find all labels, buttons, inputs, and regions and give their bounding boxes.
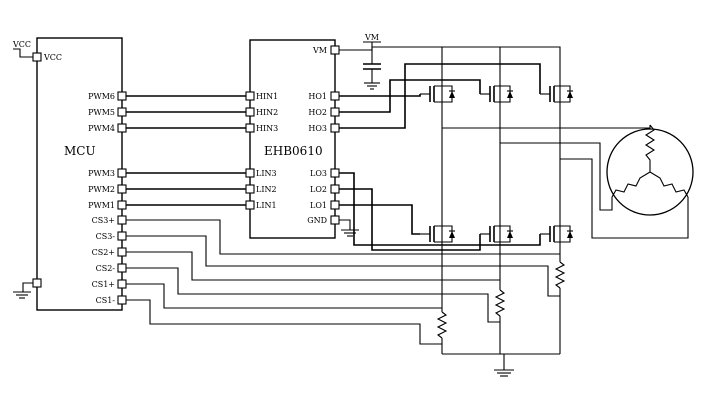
driver-pin-label: HIN1 bbox=[256, 92, 278, 101]
shunt-resistor-1 bbox=[436, 311, 448, 339]
mcu-pin-pwm6: PWM6 bbox=[88, 91, 127, 101]
vm-bus-q3 bbox=[500, 46, 561, 82]
driver-pin-label: LO2 bbox=[310, 185, 327, 194]
driver-pin-label: LIN3 bbox=[256, 169, 277, 178]
shunt-resistor-3 bbox=[554, 261, 566, 289]
mcu-pin-cs2-plus: CS2+ bbox=[92, 247, 127, 257]
driver-pin-gnd: GND bbox=[307, 215, 340, 225]
ground-return bbox=[441, 288, 561, 370]
driver-pin-label: HIN2 bbox=[256, 108, 278, 117]
driver-pin-ho3: HO3 bbox=[308, 123, 340, 133]
mcu-pin-pwm4: PWM4 bbox=[88, 123, 127, 133]
mcu-pin-gnd bbox=[32, 278, 42, 288]
driver-pin-vm: VM bbox=[312, 45, 340, 55]
driver-pin-lin3: LIN3 bbox=[245, 168, 277, 178]
mcu-block: MCU VCC VCC PWM6 PWM5 PWM4 PWM3 bbox=[12, 37, 127, 311]
motor-winding-b bbox=[611, 171, 651, 198]
mcu-pin-label: PWM1 bbox=[88, 201, 115, 210]
mcu-pin-cs3-minus: CS3- bbox=[96, 231, 127, 241]
mosfet-low-3 bbox=[540, 220, 573, 250]
mosfet-high-1 bbox=[420, 82, 455, 108]
mcu-gnd-wire bbox=[22, 282, 33, 292]
mcu-pin-label: CS1+ bbox=[92, 280, 115, 289]
mcu-pin-label: PWM5 bbox=[88, 108, 115, 117]
mcu-pin-label: CS3- bbox=[96, 232, 116, 241]
power-ground-symbol bbox=[494, 369, 514, 377]
mcu-pin-label: PWM3 bbox=[88, 169, 115, 178]
driver-pin-ho1: HO1 bbox=[308, 91, 340, 101]
gate-wires bbox=[339, 63, 541, 251]
driver-pin-hin2: HIN2 bbox=[245, 107, 278, 117]
driver-ground-symbol bbox=[341, 229, 359, 237]
mcu-name: MCU bbox=[64, 144, 96, 158]
driver-pin-label: LO1 bbox=[310, 201, 327, 210]
driver-pin-lin1: LIN1 bbox=[245, 200, 277, 210]
driver-pin-lo2: LO2 bbox=[310, 184, 340, 194]
mcu-pin-label: CS2- bbox=[96, 264, 116, 273]
motor-winding-c bbox=[649, 171, 689, 198]
mcu-pin-vcc bbox=[32, 52, 42, 62]
vcc-net-label: VCC bbox=[12, 40, 31, 49]
vm-wire bbox=[339, 42, 373, 51]
mcu-pin-label: CS2+ bbox=[92, 248, 115, 257]
mosfet-high-2 bbox=[480, 82, 513, 108]
driver-pin-label: LIN2 bbox=[256, 185, 277, 194]
driver-pin-label: VM bbox=[312, 46, 327, 55]
driver-pin-label: HO3 bbox=[308, 124, 327, 133]
driver-pin-hin1: HIN1 bbox=[245, 91, 278, 101]
pwm-wires bbox=[126, 95, 246, 206]
mosfet-low-1 bbox=[420, 220, 455, 250]
motor bbox=[442, 124, 694, 239]
vm-capacitor-ground-symbol bbox=[364, 82, 380, 90]
motor-phase-b-wire bbox=[500, 142, 613, 211]
driver-pin-label: LO3 bbox=[310, 169, 327, 178]
driver-pin-lo1: LO1 bbox=[310, 200, 340, 210]
driver-pin-label: HIN3 bbox=[256, 124, 278, 133]
mcu-body bbox=[36, 37, 123, 311]
mcu-pin-cs1-minus: CS1- bbox=[96, 295, 127, 305]
mcu-pin-cs3-plus: CS3+ bbox=[92, 215, 127, 225]
mosfet-high-3 bbox=[540, 82, 573, 108]
mcu-pin-pwm3: PWM3 bbox=[88, 168, 127, 178]
driver-pin-label: LIN1 bbox=[256, 201, 277, 210]
mcu-pin-label: PWM4 bbox=[88, 124, 115, 133]
mcu-pin-pwm2: PWM2 bbox=[88, 184, 127, 194]
motor-winding-a bbox=[644, 124, 656, 172]
driver-pin-hin3: HIN3 bbox=[245, 123, 278, 133]
vm-capacitor bbox=[363, 50, 381, 83]
driver-pin-label: HO1 bbox=[308, 92, 327, 101]
phase-legs bbox=[441, 108, 561, 312]
driver-body bbox=[249, 39, 336, 239]
mcu-pin-label: PWM6 bbox=[88, 92, 115, 101]
motor-phase-c-wire bbox=[560, 158, 689, 239]
driver-pin-label: GND bbox=[307, 216, 327, 225]
mcu-pin-label: CS3+ bbox=[92, 216, 115, 225]
shunt-resistor-2 bbox=[494, 289, 506, 317]
driver-pin-ho2: HO2 bbox=[308, 107, 340, 117]
mcu-pin-cs2-minus: CS2- bbox=[96, 263, 127, 273]
driver-block: EHB0610 HIN1 HIN2 HIN3 LIN3 LIN2 LIN1 bbox=[245, 33, 561, 239]
mcu-ground-symbol bbox=[13, 291, 31, 299]
mcu-pin-vcc-label: VCC bbox=[43, 53, 62, 62]
motor-phase-a-tap bbox=[620, 125, 651, 129]
mcu-pin-cs1-plus: CS1+ bbox=[92, 279, 127, 289]
mosfet-low-2 bbox=[480, 220, 513, 250]
vm-net-label: VM bbox=[364, 33, 379, 42]
driver-pin-lin2: LIN2 bbox=[245, 184, 277, 194]
driver-gnd-wire bbox=[339, 219, 351, 230]
mcu-pin-pwm1: PWM1 bbox=[88, 200, 127, 210]
driver-pin-label: HO2 bbox=[308, 108, 327, 117]
mcu-pin-pwm5: PWM5 bbox=[88, 107, 127, 117]
driver-name: EHB0610 bbox=[264, 144, 323, 158]
mcu-pin-label: PWM2 bbox=[88, 185, 115, 194]
driver-pin-lo3: LO3 bbox=[310, 168, 340, 178]
mcu-pin-label: CS1- bbox=[96, 296, 116, 305]
current-sense-wires bbox=[126, 219, 560, 345]
vcc-wire bbox=[13, 48, 33, 58]
